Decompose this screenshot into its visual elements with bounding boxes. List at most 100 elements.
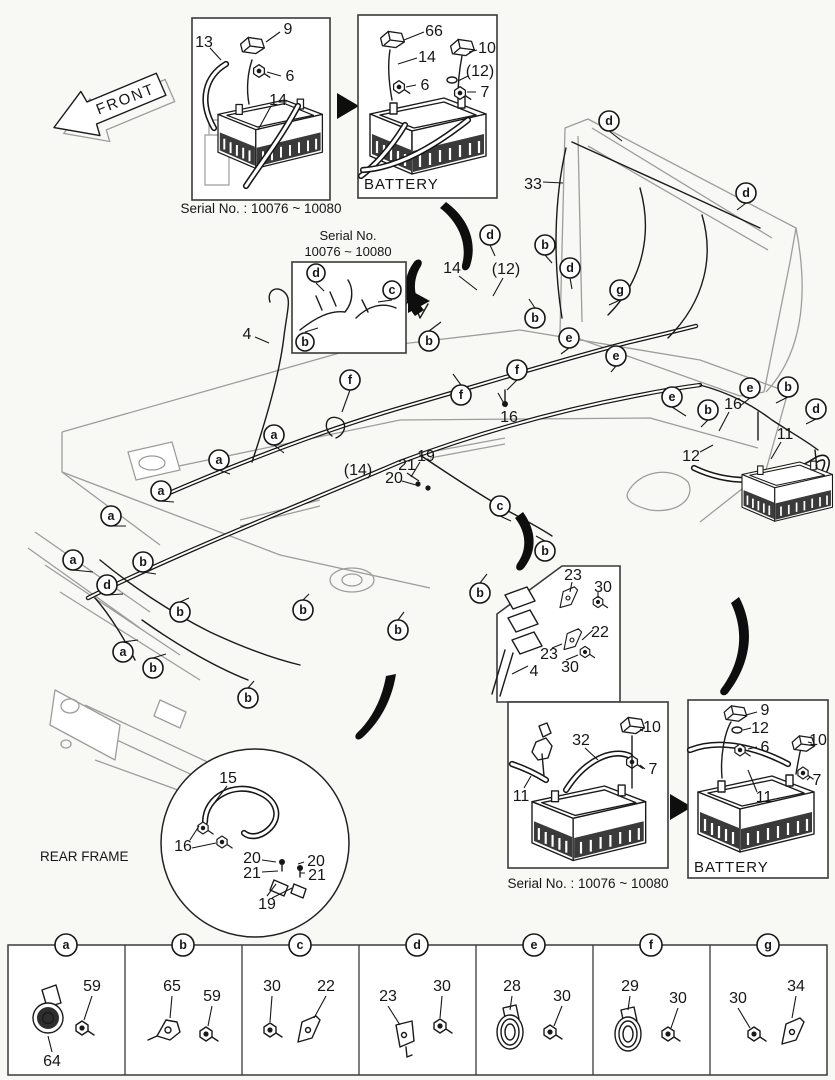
part-30: 30	[553, 988, 571, 1005]
label-10: 10	[809, 732, 827, 749]
svg-text:a: a	[108, 509, 116, 523]
callout-a: a	[100, 505, 122, 527]
svg-text:d: d	[605, 114, 613, 128]
svg-text:b: b	[301, 335, 309, 349]
svg-text:f: f	[649, 938, 654, 952]
part-65: 65	[163, 978, 181, 995]
label-10: 10	[478, 40, 496, 57]
part-22: 22	[317, 978, 335, 995]
label-11: 11	[513, 788, 530, 805]
svg-text:b: b	[425, 334, 433, 348]
svg-text:d: d	[742, 186, 750, 200]
inset-top-left: 13 9 6 14 Serial No. : 10076 ~ 10080	[181, 17, 342, 216]
label-9: 9	[284, 21, 293, 38]
battery-caption-2: BATTERY	[694, 859, 769, 876]
part-28: 28	[503, 978, 521, 995]
main-labels: 33 4 14 (12) 16 (14) 19 21 20 16 12 11	[243, 176, 794, 487]
callout-b: b	[524, 307, 546, 329]
callout-b: b	[387, 619, 409, 641]
svg-text:b: b	[299, 603, 307, 617]
legend-cell-f: f 29 30	[614, 933, 687, 1052]
label-16a: 16	[500, 409, 518, 426]
arrow-to-battery-box	[670, 794, 692, 820]
part-30: 30	[263, 978, 281, 995]
callout-d-serialbox: d	[306, 263, 326, 283]
label-4b: 4	[530, 663, 539, 680]
part-23: 23	[379, 988, 397, 1005]
front-direction-arrow: FRONT	[53, 72, 176, 143]
svg-text:d: d	[103, 578, 111, 592]
svg-text:a: a	[63, 938, 71, 952]
part-30: 30	[433, 978, 451, 995]
label-30b: 30	[561, 659, 579, 676]
label-30a: 30	[594, 579, 612, 596]
label-21: 21	[398, 457, 416, 474]
callout-a: a	[208, 449, 230, 471]
callout-d: d	[598, 110, 620, 132]
part-30: 30	[729, 990, 747, 1007]
svg-text:b: b	[244, 691, 252, 705]
svg-text:b: b	[179, 938, 187, 952]
svg-text:b: b	[176, 605, 184, 619]
label-4: 4	[243, 326, 252, 343]
label-10: 10	[643, 719, 661, 736]
label-13: 13	[195, 34, 213, 51]
inset-bottom-serial: 32 10 7 11 Serial No. : 10076 ~ 10080	[507, 701, 669, 891]
callout-leaders	[72, 130, 817, 689]
callout-d: d	[735, 182, 757, 204]
svg-text:f: f	[348, 373, 353, 387]
svg-text:e: e	[669, 390, 676, 404]
callout-g: g	[609, 279, 631, 301]
svg-text:d: d	[312, 266, 320, 280]
svg-text:a: a	[216, 453, 224, 467]
label-23a: 23	[564, 567, 582, 584]
label-66: 66	[425, 23, 443, 40]
legend-cell-b: b 65 59	[147, 933, 221, 1042]
label-21a: 21	[243, 865, 261, 882]
svg-text:c: c	[389, 283, 396, 297]
machine-frame-art	[27, 118, 803, 846]
label-7: 7	[813, 772, 822, 789]
callout-e: e	[558, 327, 580, 349]
rear-frame-caption: REAR FRAME	[40, 849, 129, 864]
callout-b: b	[169, 601, 191, 623]
part-34: 34	[787, 978, 805, 995]
svg-text:a: a	[120, 645, 128, 659]
svg-text:b: b	[476, 586, 484, 600]
label-20b: 20	[307, 853, 325, 870]
serial-title-1: Serial No.	[319, 228, 376, 243]
callout-d: d	[805, 398, 827, 420]
callout-b-serialbox: b	[295, 332, 315, 352]
svg-text:b: b	[541, 238, 549, 252]
bottom-serial-caption: Serial No. : 10076 ~ 10080	[508, 876, 669, 891]
label-12p: (12)	[466, 63, 494, 80]
part-59: 59	[203, 988, 221, 1005]
svg-text:b: b	[139, 555, 147, 569]
callout-b: b	[777, 376, 799, 398]
arrow-serialbox-to-main	[408, 289, 430, 313]
label-32: 32	[572, 732, 590, 749]
callout-b: b	[534, 540, 556, 562]
label-12: 12	[751, 720, 769, 737]
callout-f: f	[339, 369, 361, 391]
inset-serial-box: Serial No. 10076 ~ 10080 d c b	[291, 228, 407, 354]
arrow-box1-to-box2	[337, 93, 359, 119]
callout-c-serialbox: c	[382, 280, 402, 300]
svg-text:e: e	[747, 381, 754, 395]
callout-e: e	[605, 345, 627, 367]
callout-b: b	[697, 399, 719, 421]
label-14: 14	[269, 92, 287, 109]
label-6: 6	[761, 739, 770, 756]
svg-text:a: a	[158, 484, 166, 498]
inset-connector-box: 23 30 22 23 30 4	[491, 565, 621, 703]
label-12p: (12)	[492, 261, 520, 278]
label-22: 22	[591, 624, 609, 641]
label-12: 12	[682, 448, 700, 465]
callout-d: d	[96, 574, 118, 596]
callout-b: b	[418, 330, 440, 352]
svg-text:e: e	[531, 938, 538, 952]
battery-caption: BATTERY	[364, 176, 439, 193]
label-21b: 21	[308, 867, 326, 884]
callout-e: e	[739, 377, 761, 399]
